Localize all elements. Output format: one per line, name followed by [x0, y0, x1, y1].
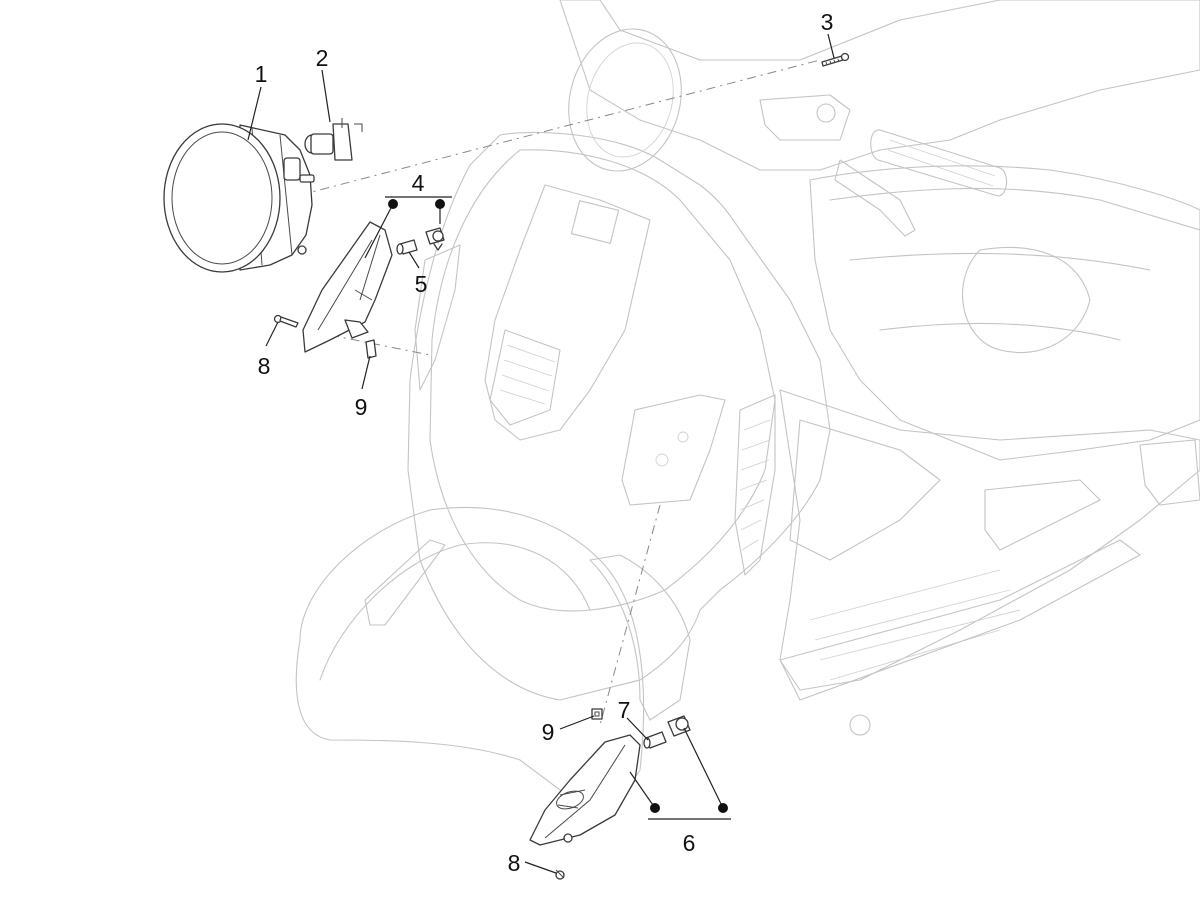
callout-7: 7: [618, 697, 631, 723]
floor-rail: [779, 539, 1141, 701]
callout-numbers: 1 2 3 4 5 8 9 9 7 6 8: [255, 9, 834, 876]
part-front-indicator[interactable]: [302, 221, 393, 353]
part-screw-3[interactable]: [821, 52, 850, 67]
part-headlight-bulb[interactable]: [304, 118, 363, 161]
scooter-body-ghost: [295, 0, 1200, 801]
brake-lever: [834, 159, 916, 237]
callout-9-upper: 9: [355, 394, 368, 420]
headlight-connector: [283, 157, 301, 181]
fork-cover: [589, 554, 691, 721]
part-indicator-socket[interactable]: [425, 227, 445, 251]
side-panel-curve: [962, 246, 1091, 354]
leg-shield-outline: [407, 131, 831, 701]
headset-mount: [759, 94, 851, 141]
floorboard: [779, 389, 1200, 691]
callout-4: 4: [412, 170, 425, 196]
horn-grille: [489, 329, 561, 426]
alignment-lines: [299, 59, 821, 726]
callout-1: 1: [255, 61, 268, 87]
shield-vent: [414, 244, 461, 391]
handlebar-top: [559, 0, 1200, 171]
handle-grip: [870, 129, 1008, 197]
part-headlight[interactable]: [163, 123, 315, 273]
callout-8-lower: 8: [508, 850, 521, 876]
part-indicator-bulb-7[interactable]: [643, 731, 667, 749]
front-fender: [295, 506, 645, 801]
mirror: [568, 28, 682, 172]
rear-body: [809, 165, 1200, 461]
callout-9-lower: 9: [542, 719, 555, 745]
side-badge: [984, 479, 1101, 551]
part-clip-9b[interactable]: [591, 708, 603, 720]
side-grille: [734, 394, 776, 576]
floor-mat: [789, 419, 941, 561]
callout-bullets: [388, 199, 728, 813]
callout-6: 6: [683, 830, 696, 856]
part-screw-8a[interactable]: [273, 314, 299, 328]
part-lower-indicator[interactable]: [529, 734, 641, 846]
badge-plate: [570, 200, 620, 244]
indicator-opening: [621, 394, 726, 506]
callout-3: 3: [821, 9, 834, 35]
callout-8-upper: 8: [258, 353, 271, 379]
rail-foot: [849, 714, 871, 736]
horn-cover: [484, 184, 651, 441]
part-indicator-bulb-5[interactable]: [396, 239, 418, 255]
fender-vent: [364, 539, 446, 626]
callout-5: 5: [415, 271, 428, 297]
body-contours: [829, 187, 1200, 341]
part-clip-9a[interactable]: [365, 339, 377, 359]
part-indicator-socket-lower[interactable]: [667, 715, 691, 737]
callout-2: 2: [316, 45, 329, 71]
part-screw-8b[interactable]: [555, 869, 565, 880]
callout-leaders: [247, 33, 835, 874]
rear-vent: [1139, 439, 1200, 506]
headlight-lens: [163, 123, 281, 273]
fender-crease: [319, 542, 591, 681]
leg-shield-inner: [429, 149, 776, 612]
